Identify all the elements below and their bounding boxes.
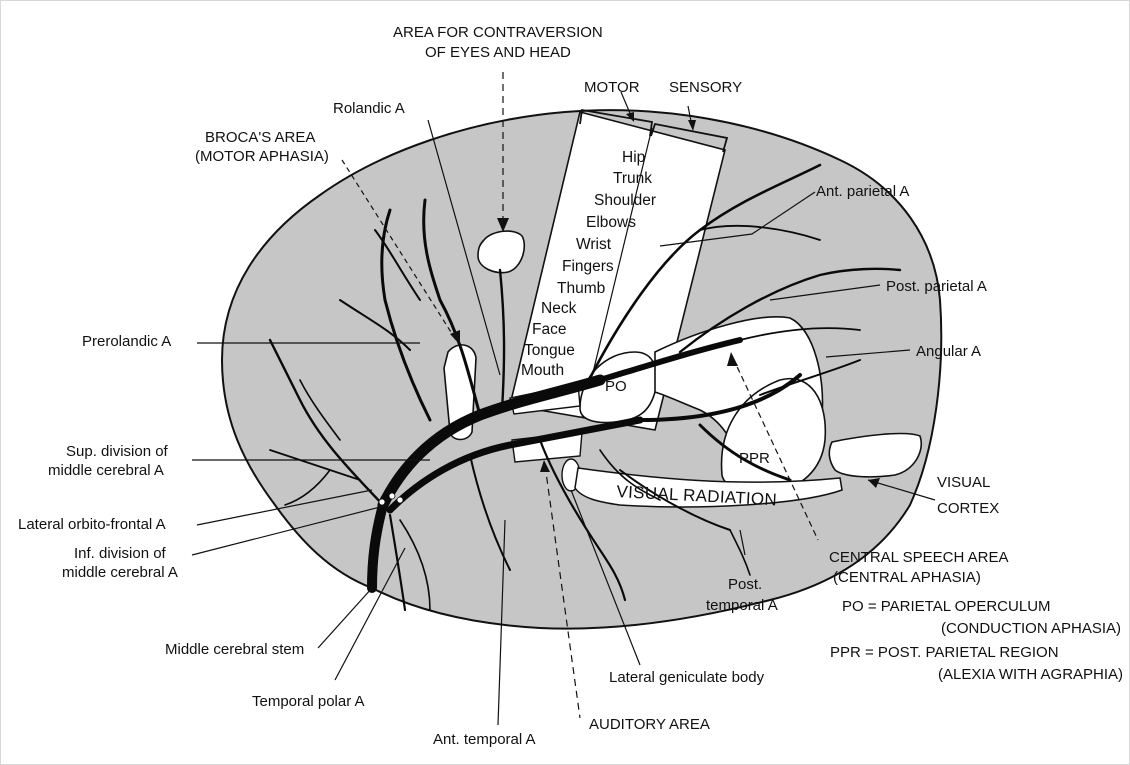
sensory-label: SENSORY xyxy=(669,79,742,96)
ppr-region-label: PPR xyxy=(739,450,770,467)
sup-division-label-line2: middle cerebral A xyxy=(48,462,164,479)
broca-label-line1: BROCA'S AREA xyxy=(205,129,315,146)
ppr-definition-line2: (ALEXIA WITH AGRAPHIA) xyxy=(938,666,1123,683)
homunculus-neck: Neck xyxy=(541,300,576,317)
post-temporal-label-line2: temporal A xyxy=(706,597,778,614)
homunculus-elbows: Elbows xyxy=(586,214,636,231)
homunculus-wrist: Wrist xyxy=(576,236,611,253)
ant-parietal-label: Ant. parietal A xyxy=(816,183,909,200)
homunculus-trunk: Trunk xyxy=(613,170,652,187)
contraversion-label-line2: OF EYES AND HEAD xyxy=(425,44,571,61)
bifurcation-dot xyxy=(389,493,395,499)
po-definition-line2: (CONDUCTION APHASIA) xyxy=(941,620,1121,637)
po-definition-line1: PO = PARIETAL OPERCULUM xyxy=(842,598,1051,615)
lateral-geniculate-label: Lateral geniculate body xyxy=(609,669,764,686)
homunculus-face: Face xyxy=(532,321,566,338)
angular-label: Angular A xyxy=(916,343,981,360)
homunculus-shoulder: Shoulder xyxy=(594,192,656,209)
post-parietal-label: Post. parietal A xyxy=(886,278,987,295)
homunculus-mouth: Mouth xyxy=(521,362,564,379)
visual-cortex-label-line2: CORTEX xyxy=(937,500,999,517)
sup-division-label-line1: Sup. division of xyxy=(66,443,168,460)
inf-division-label-line1: Inf. division of xyxy=(74,545,166,562)
homunculus-fingers: Fingers xyxy=(562,258,614,275)
contraversion-label-line1: AREA FOR CONTRAVERSION xyxy=(393,24,603,41)
rolandic-label: Rolandic A xyxy=(333,100,405,117)
inf-division-label-line2: middle cerebral A xyxy=(62,564,178,581)
homunculus-thumb: Thumb xyxy=(557,280,605,297)
bifurcation-dot xyxy=(397,497,403,503)
broca-label-line2: (MOTOR APHASIA) xyxy=(195,148,329,165)
lateral-orbito-frontal-label: Lateral orbito-frontal A xyxy=(18,516,166,533)
prerolandic-label: Prerolandic A xyxy=(82,333,171,350)
visual-cortex-label-line1: VISUAL xyxy=(937,474,990,491)
motor-label: MOTOR xyxy=(584,79,640,96)
auditory-area-label: AUDITORY AREA xyxy=(589,716,710,733)
central-speech-label-line2: (CENTRAL APHASIA) xyxy=(833,569,981,586)
ppr-definition-line1: PPR = POST. PARIETAL REGION xyxy=(830,644,1059,661)
homunculus-tongue: Tongue xyxy=(524,342,575,359)
central-speech-label-line1: CENTRAL SPEECH AREA xyxy=(829,549,1009,566)
post-temporal-label-line1: Post. xyxy=(728,576,762,593)
ant-temporal-label: Ant. temporal A xyxy=(433,731,536,748)
bifurcation-dot xyxy=(379,499,385,505)
middle-cerebral-stem-label: Middle cerebral stem xyxy=(165,641,304,658)
po-region-label: PO xyxy=(605,378,627,395)
temporal-polar-label: Temporal polar A xyxy=(252,693,365,710)
homunculus-hip: Hip xyxy=(622,149,645,166)
